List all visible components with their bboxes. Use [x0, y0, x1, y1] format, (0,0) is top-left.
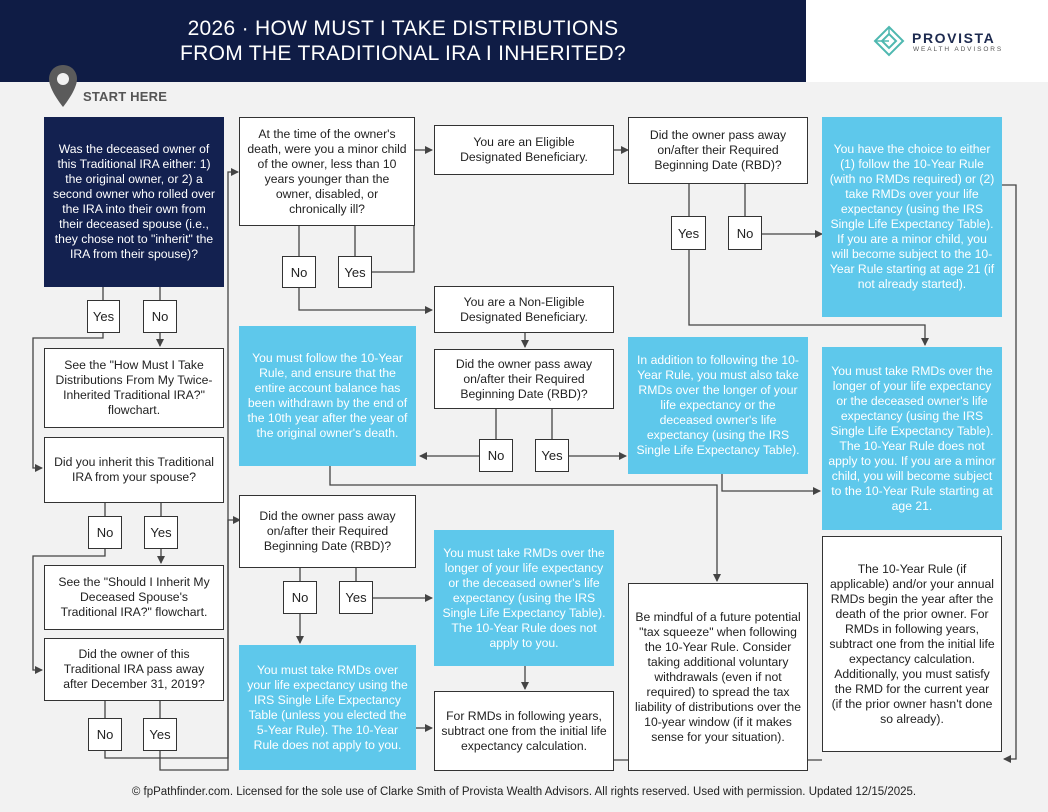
subtract-one-note: For RMDs in following years, subtract on…	[434, 691, 614, 771]
header-banner: 2026 · HOW MUST I TAKE DISTRIBUTIONS FRO…	[0, 0, 806, 82]
question-rbd-non-eligible: Did the owner pass away on/after their R…	[434, 349, 614, 409]
outcome-rmds-own-life-expectancy: You must take RMDs over your life expect…	[239, 645, 416, 770]
outcome-choice-ten-year-or-life-expectancy: You have the choice to either (1) follow…	[822, 117, 1002, 317]
outcome-ten-year-rule-plus-rmds: In addition to following the 10-Year Rul…	[628, 337, 808, 474]
question-rbd-eligible: Did the owner pass away on/after their R…	[628, 117, 808, 184]
start-here-label: START HERE	[83, 89, 168, 104]
title-line-2: FROM THE TRADITIONAL IRA I INHERITED?	[180, 42, 626, 65]
answer-yes: Yes	[535, 439, 569, 472]
non-eligible-designated-beneficiary: You are a Non-Eligible Designated Benefi…	[434, 286, 614, 333]
answer-yes: Yes	[671, 216, 706, 250]
outcome-rmds-longer-life-expectancy: You must take RMDs over the longer of yo…	[434, 530, 614, 666]
provista-logo-icon	[873, 25, 905, 57]
answer-no: No	[728, 216, 762, 250]
answer-no: No	[143, 300, 177, 333]
see-twice-inherited-flowchart: See the "How Must I Take Distributions F…	[44, 348, 224, 428]
see-should-i-inherit-flowchart: See the "Should I Inherit My Deceased Sp…	[44, 565, 224, 630]
answer-yes: Yes	[143, 718, 177, 751]
answer-no: No	[88, 718, 122, 751]
question-rbd-pre-2020: Did the owner pass away on/after their R…	[239, 495, 416, 568]
title-line-1: 2026 · HOW MUST I TAKE DISTRIBUTIONS	[187, 17, 619, 40]
location-pin-icon	[49, 65, 77, 107]
question-minor-child-or-disabled: At the time of the owner's death, were y…	[239, 117, 415, 226]
eligible-designated-beneficiary: You are an Eligible Designated Beneficia…	[434, 125, 614, 175]
outcome-rmds-longer-eligible: You must take RMDs over the longer of yo…	[822, 347, 1002, 530]
question-pass-after-2019: Did the owner of this Traditional IRA pa…	[44, 638, 224, 701]
tax-squeeze-note: Be mindful of a future potential "tax sq…	[628, 583, 808, 771]
outcome-ten-year-rule: You must follow the 10-Year Rule, and en…	[239, 326, 416, 466]
answer-yes: Yes	[87, 300, 120, 333]
answer-yes: Yes	[144, 516, 178, 549]
footer-copyright: © fpPathfinder.com. Licensed for the sol…	[131, 786, 917, 798]
answer-no: No	[282, 256, 316, 288]
answer-no: No	[479, 439, 513, 472]
logo: PROVISTA WEALTH ADVISORS	[806, 0, 1048, 82]
rule-timing-note: The 10-Year Rule (if applicable) and/or …	[822, 536, 1002, 752]
answer-yes: Yes	[339, 581, 373, 614]
logo-subtitle: WEALTH ADVISORS	[913, 46, 1004, 53]
answer-no: No	[283, 581, 317, 614]
question-inherit-from-spouse: Did you inherit this Traditional IRA fro…	[44, 437, 224, 503]
logo-name: PROVISTA	[912, 30, 996, 46]
answer-no: No	[88, 516, 122, 549]
question-original-owner: Was the deceased owner of this Tradition…	[44, 117, 224, 287]
page-title: 2026 · HOW MUST I TAKE DISTRIBUTIONS FRO…	[0, 16, 806, 66]
answer-yes: Yes	[338, 256, 372, 288]
